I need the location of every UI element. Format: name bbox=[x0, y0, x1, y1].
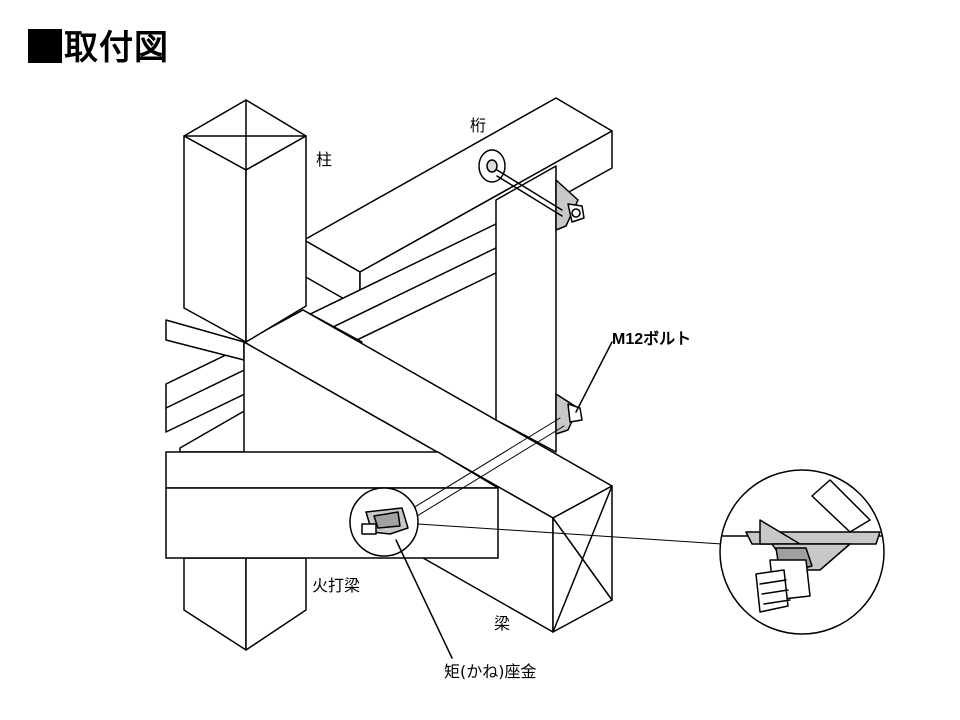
page-title: 取付図 bbox=[28, 26, 169, 70]
girder-bolt bbox=[478, 149, 563, 217]
angle-brace bbox=[165, 451, 499, 559]
bolt-label: M12ボルト bbox=[612, 331, 692, 348]
beam-label: 梁 bbox=[494, 614, 511, 633]
washer-label: 矩(かね)座金 bbox=[444, 662, 537, 681]
detail-circle bbox=[719, 469, 885, 635]
magnifier-leader-2 bbox=[403, 425, 565, 525]
vertical-strut bbox=[495, 165, 557, 453]
title-square-icon bbox=[28, 29, 62, 63]
post-column bbox=[183, 99, 307, 651]
angle-brace-label: 火打梁 bbox=[312, 576, 361, 595]
upper-angle-plate bbox=[555, 179, 585, 231]
washer-magnifier bbox=[349, 487, 419, 557]
girder-label: 桁 bbox=[470, 116, 487, 135]
detail-leader bbox=[417, 523, 723, 545]
magnifier-leader-1 bbox=[399, 417, 561, 517]
washer-leader bbox=[395, 539, 453, 659]
bolt-leader bbox=[575, 341, 613, 413]
post-label: 柱 bbox=[316, 150, 333, 169]
page-title-text: 取付図 bbox=[64, 28, 169, 68]
lower-angle-plate bbox=[555, 393, 583, 435]
